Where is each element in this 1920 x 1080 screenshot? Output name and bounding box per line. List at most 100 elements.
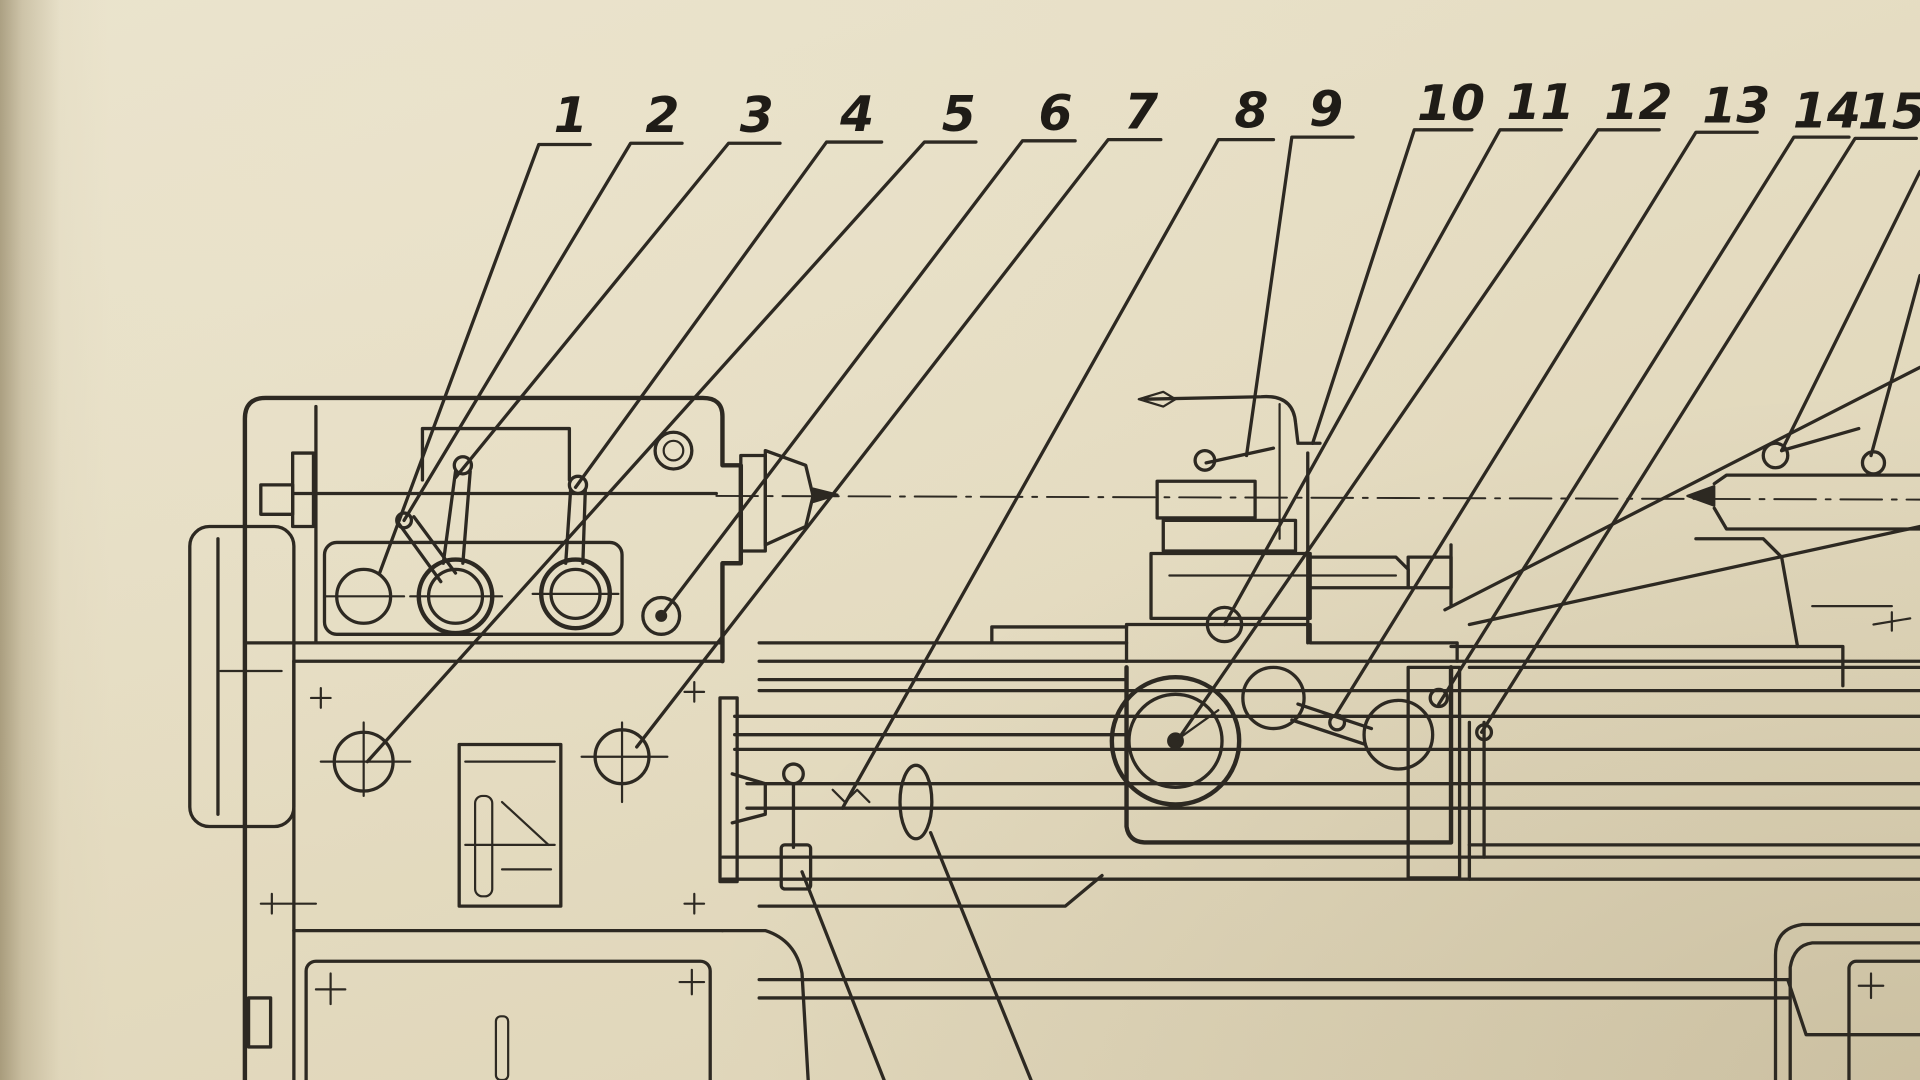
tailstock-body (1712, 506, 1920, 531)
feed-lever-knob (782, 762, 805, 786)
cross-slide-screw (1308, 555, 1410, 590)
apron-link-b (1290, 718, 1367, 747)
leader-line-6 (659, 139, 1077, 618)
spindle-chuck (739, 448, 839, 553)
callout-number-10: 10 (1417, 75, 1485, 132)
tailstock-center (1686, 485, 1716, 507)
headstock-top-plate (420, 426, 572, 482)
headstock-nut (291, 451, 316, 529)
small-knob (641, 595, 682, 636)
stop-rod-knob (1475, 723, 1494, 742)
lever-link-a (397, 522, 443, 584)
small-knob-center (655, 609, 668, 622)
tool-holder (1143, 394, 1322, 445)
rod-bracket (1406, 665, 1462, 880)
feed-gauge-slot (474, 794, 494, 898)
apron-knob-left (1241, 665, 1306, 731)
callout-number-7: 7 (1124, 84, 1158, 141)
spindle-center-line (715, 494, 1920, 501)
feed-lever-block (779, 843, 813, 891)
left-leg-side-latch (246, 996, 273, 1049)
left-leg-outline (720, 928, 810, 1080)
feed-gauge-panel (457, 742, 563, 908)
lever-left-arm-b (461, 469, 472, 565)
callout-number-12: 12 (1604, 74, 1672, 131)
spindle-flange (739, 453, 767, 553)
rear-way (1449, 644, 1845, 688)
tailstock-clamp-pivot (1761, 441, 1790, 470)
leader-line-12 (1176, 128, 1661, 742)
left-leg-handle (494, 1015, 510, 1080)
callout-numbers: 1 2 3 4 5 6 7 8 9 10 11 12 13 14 15 (554, 74, 1920, 144)
leader-line-2 (402, 141, 684, 523)
leader-line-11 (1222, 128, 1563, 627)
tailstock-quill (1712, 473, 1920, 486)
lubrication-cap (653, 430, 694, 471)
leader-line-offpage-b (1869, 273, 1920, 458)
tool-post (1155, 479, 1257, 520)
leader-line-10 (1311, 128, 1474, 445)
callout-number-6: 6 (1038, 85, 1072, 142)
chuck-body (763, 448, 815, 547)
carriage-handwheel-rim (1127, 692, 1224, 789)
handwheel-spoke (1174, 709, 1220, 742)
lever-pivot-right (567, 474, 589, 496)
apron-knob-right (1362, 698, 1435, 771)
headstock (242, 395, 744, 1080)
headstock-outline (242, 395, 744, 1080)
left-leg-cross-a (314, 972, 347, 1006)
left-leg (246, 928, 810, 1080)
callout-number-14: 14 (1793, 82, 1861, 139)
right-leg-outline (1773, 922, 1920, 1080)
carriage (1109, 390, 1494, 881)
rod-coupling (730, 772, 767, 825)
cross-slide (1149, 551, 1312, 621)
center-point (811, 487, 839, 504)
compound-rest (1161, 518, 1298, 553)
lever-right-arm-a (564, 488, 573, 565)
callout-number-11: 11 (1506, 74, 1574, 131)
left-end-cover (188, 524, 296, 829)
callout-number-5: 5 (942, 86, 976, 143)
carriage-handwheel (1109, 674, 1242, 807)
saddle-way (990, 625, 1129, 645)
tailstock-base (1694, 537, 1800, 649)
feed-gearbox (259, 659, 725, 1080)
leader-line-4 (573, 140, 884, 490)
cross-mark-a (309, 687, 332, 709)
lever-link-end (395, 511, 414, 530)
speed-lever-panel (322, 540, 624, 636)
apron-link-pivot (1328, 713, 1347, 732)
feed-gauge-scale-a (500, 800, 550, 846)
left-leg-cross-b (678, 968, 706, 996)
right-leg-inner (1788, 941, 1920, 1080)
lubrication-cap-inner (662, 439, 685, 462)
leader-line-8 (840, 137, 1276, 810)
tool-clamp-knob (1193, 448, 1217, 472)
lathe-bed (718, 625, 1920, 1000)
callout-number-8: 8 (1234, 82, 1268, 139)
leader-line-7 (635, 137, 1163, 749)
leader-line-9 (1244, 135, 1355, 458)
callout-number-1: 1 (554, 87, 588, 144)
leader-line-15 (1479, 136, 1918, 734)
feed-box-end (718, 696, 739, 884)
right-leg (1773, 922, 1920, 1080)
cross-mark-c (683, 892, 706, 915)
right-leg-cross (1857, 972, 1885, 1000)
lever-pivot-left (452, 455, 474, 476)
lever-right-arm-b (581, 488, 587, 565)
tailstock-mark-b (1872, 611, 1912, 632)
lever-link-b (412, 515, 458, 575)
half-nut-lever (1428, 687, 1449, 709)
tailstock-clamp-lever (1779, 426, 1861, 453)
callout-number-15: 15 (1858, 84, 1920, 141)
headstock-bolt (259, 483, 295, 516)
lever-left-arm-a (441, 469, 458, 565)
callout-number-2: 2 (645, 87, 679, 144)
leader-line-5 (365, 140, 978, 764)
leader-line-offpage-a (1779, 169, 1920, 453)
callout-number-3: 3 (740, 87, 774, 144)
